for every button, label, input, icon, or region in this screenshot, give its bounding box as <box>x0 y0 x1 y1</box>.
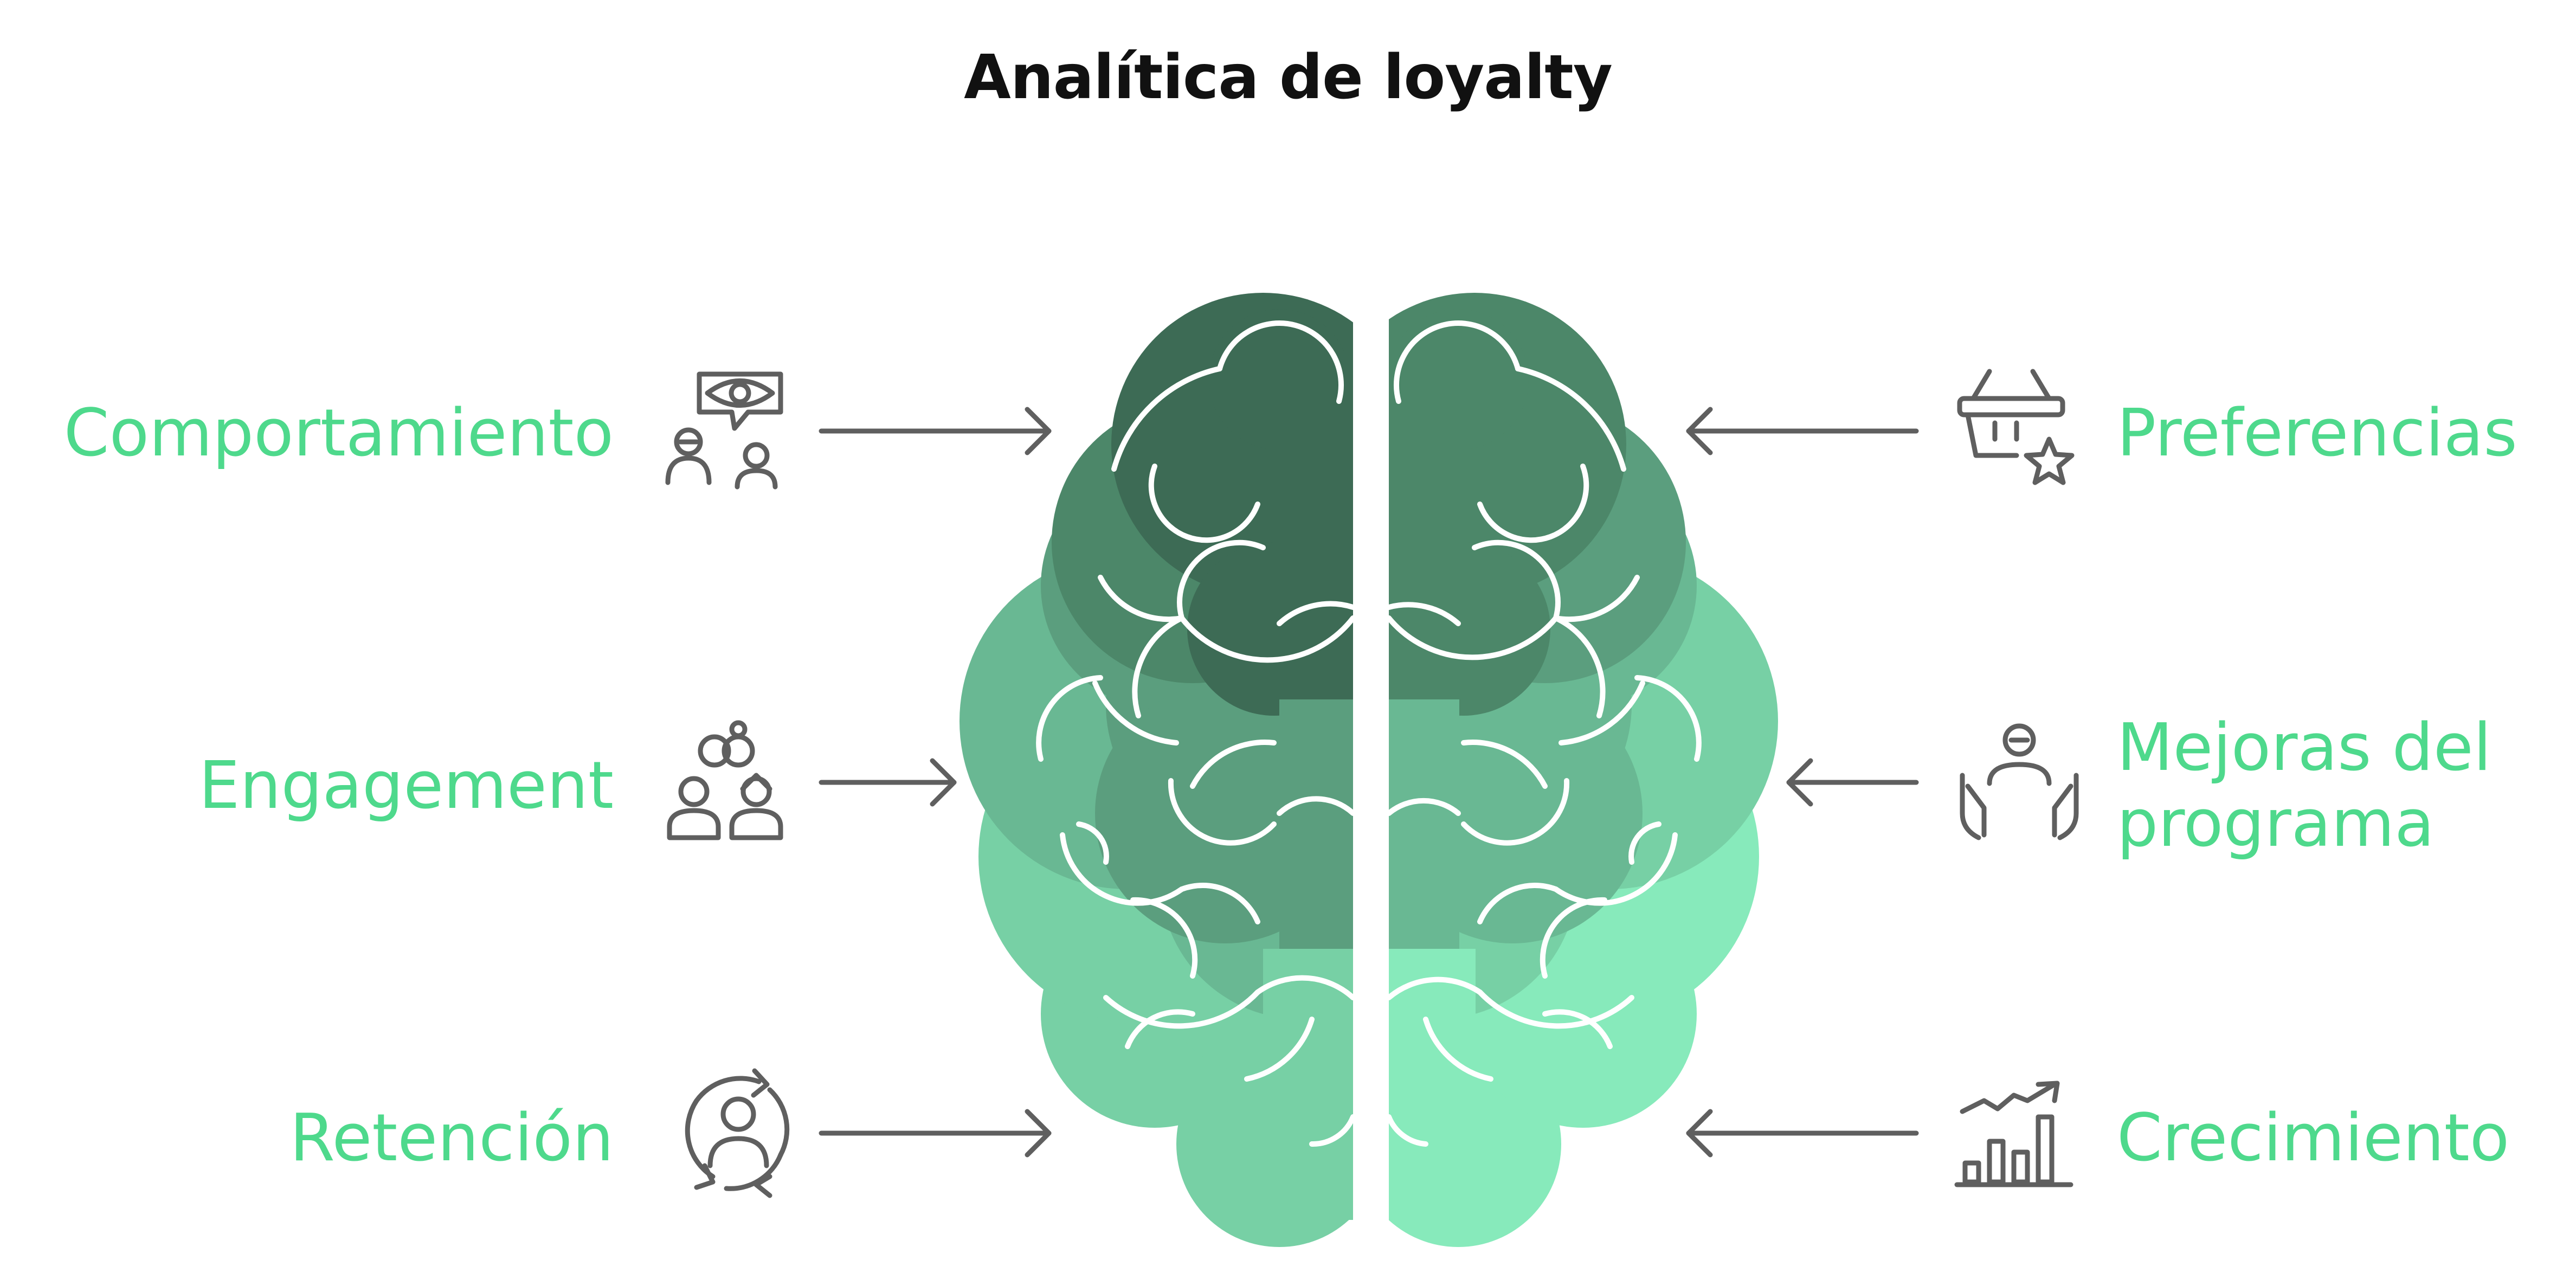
arrow-comportamiento <box>819 407 1052 455</box>
observer-eye-people-icon <box>665 371 783 490</box>
arrow-crecimiento <box>1686 1109 1919 1158</box>
label-mejoras-line1: Mejoras del <box>2117 710 2491 786</box>
arrow-retencion <box>819 1109 1052 1158</box>
label-comportamiento: Comportamiento <box>63 396 614 471</box>
brain-right-hemisphere <box>1389 293 1778 1247</box>
label-preferencias: Preferencias <box>2117 396 2517 471</box>
arrow-preferencias <box>1686 407 1919 455</box>
label-mejoras-line2: programa <box>2117 786 2435 862</box>
label-retencion: Retención <box>289 1101 614 1176</box>
hands-person-icon <box>1960 723 2079 840</box>
label-crecimiento: Crecimiento <box>2117 1101 2510 1176</box>
person-cycle-icon <box>685 1068 790 1198</box>
linked-people-icon <box>667 720 783 840</box>
arrow-engagement <box>819 758 957 807</box>
diagram-title: Analítica de loyalty <box>964 42 1613 113</box>
label-engagement: Engagement <box>198 748 614 824</box>
basket-star-icon <box>1957 369 2075 485</box>
brain-left-hemisphere <box>959 293 1353 1247</box>
arrow-mejoras <box>1786 758 1919 807</box>
growth-chart-icon <box>1954 1081 2073 1187</box>
